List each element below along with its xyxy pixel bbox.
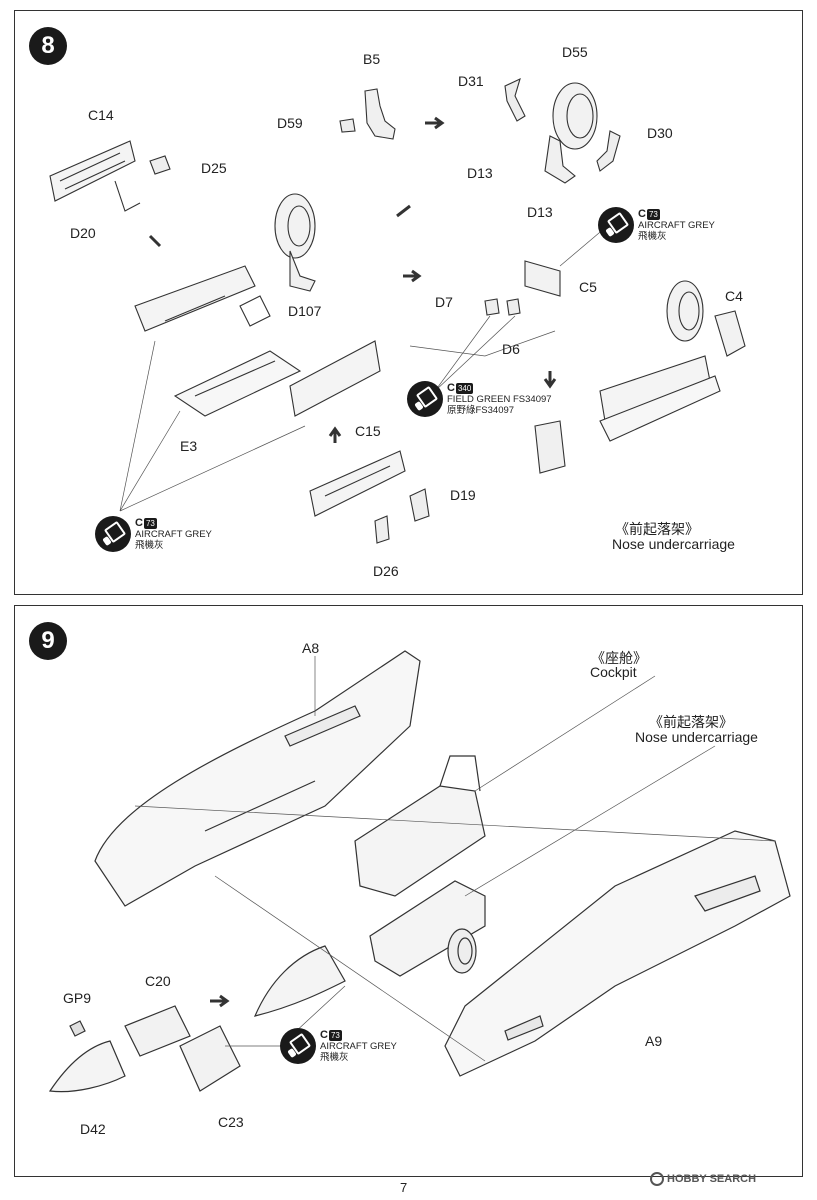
step-number-badge: 9 [29,622,67,660]
paint-brush-icon [280,1028,316,1064]
paint-brush-icon [95,516,131,552]
part-label-d107: D107 [288,303,322,319]
paint-brush-icon [407,381,443,417]
part-label-d31: D31 [458,73,484,89]
part-label-d19: D19 [450,487,476,503]
part-label-c14: C14 [88,107,114,123]
paint-brush-icon [598,207,634,243]
part-label-d30: D30 [647,125,673,141]
part-label-c5: C5 [579,279,597,295]
step-8-diagram [49,77,746,544]
part-label-d26: D26 [373,563,399,579]
page-number: 7 [400,1180,408,1195]
part-label-e3: E3 [180,438,198,454]
watermark-text: HOBBY SEARCH [667,1173,757,1185]
part-label-d25: D25 [201,160,227,176]
part-label-a8: A8 [302,640,320,656]
caption-cn: 《前起落架》 [615,521,699,537]
paint-name-en: AIRCRAFT GREY [320,1040,397,1052]
part-label-d59: D59 [277,115,303,131]
nose-caption-cn: 《前起落架》 [649,714,733,730]
part-label-b5: B5 [363,51,381,67]
cockpit-caption-cn: 《座舱》 [591,650,647,666]
step-8-panel: 8 [14,10,803,595]
paint-name-cn: 飛機灰 [320,1051,349,1063]
part-label-c20: C20 [145,973,171,989]
part-label-c4: C4 [725,288,743,304]
part-label-a9: A9 [645,1033,663,1049]
paint-name-en: FIELD GREEN FS34097 [447,393,552,405]
paint-name-cn: 飛機灰 [135,539,164,551]
caption-en: Nose undercarriage [612,536,735,552]
paint-name-cn: 飛機灰 [638,230,667,242]
nose-caption-en: Nose undercarriage [635,729,758,745]
paint-name-en: AIRCRAFT GREY [638,219,715,231]
paint-name-cn: 原野綠FS34097 [447,404,515,416]
part-label-d55: D55 [562,44,588,60]
part-label-d20: D20 [70,225,96,241]
paint-name-en: AIRCRAFT GREY [135,528,212,540]
part-label-c23: C23 [218,1114,244,1130]
step-number-badge: 8 [29,27,67,65]
part-label-d13-b: D13 [527,204,553,220]
hobby-search-logo-icon [650,1172,664,1186]
step-9-panel: 9 [14,605,803,1177]
part-label-c15: C15 [355,423,381,439]
part-label-d7: D7 [435,294,453,310]
watermark: HOBBY SEARCH [650,1172,756,1186]
cockpit-caption-en: Cockpit [590,664,637,680]
part-label-d42: D42 [80,1121,106,1137]
step-9-diagram [48,650,791,1093]
part-label-d13-a: D13 [467,165,493,181]
part-label-d6: D6 [502,341,520,357]
part-label-gp9: GP9 [63,990,92,1006]
